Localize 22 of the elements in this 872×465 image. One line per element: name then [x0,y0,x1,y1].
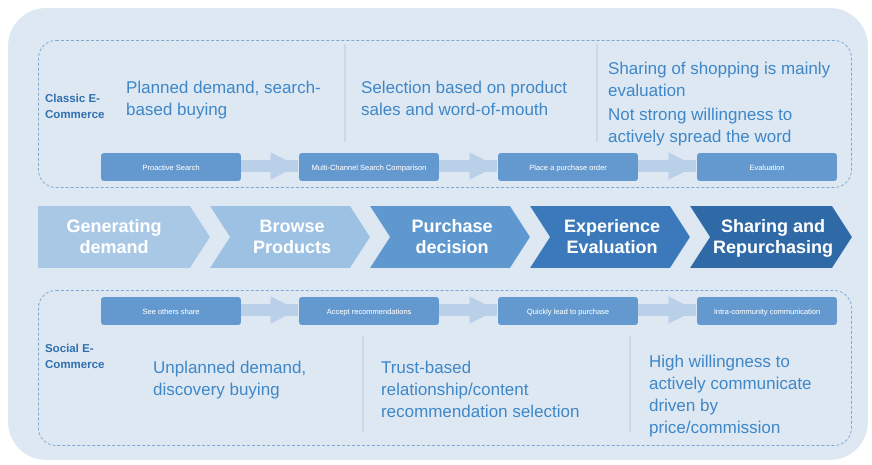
description-text: Planned demand, search-based buying [126,77,322,121]
arrow [637,296,696,324]
dashed-group-frame [38,40,852,188]
chevron-step: Browse Products [210,206,370,268]
arrow [240,152,298,180]
chevron-step: Experience Evaluation [530,206,690,268]
description-text: Sharing of shopping is mainly evaluation [608,58,832,102]
chevron-step: Sharing and Repurchasing [690,206,852,268]
description-text: Selection based on product sales and word-of-mouth [361,77,568,121]
description-text: Unplanned demand, discovery buying [153,357,308,401]
arrow [637,152,696,180]
dashed-group-frame [38,290,852,446]
arrow [240,296,298,324]
description-text: High willingness to actively communicate driven by price/commission [649,351,813,439]
description-text: Trust-based relationship/content recommendation selection [381,357,580,423]
group-heading: Classic E-Commerce [45,92,106,123]
chevron-step: Generating demand [38,206,210,268]
arrow [438,152,497,180]
group-heading: Social E-Commerce [45,342,106,373]
arrow [438,296,497,324]
description-text: Not strong willingness to actively spread the word [608,104,794,148]
chevron-step: Purchase decision [370,206,530,268]
